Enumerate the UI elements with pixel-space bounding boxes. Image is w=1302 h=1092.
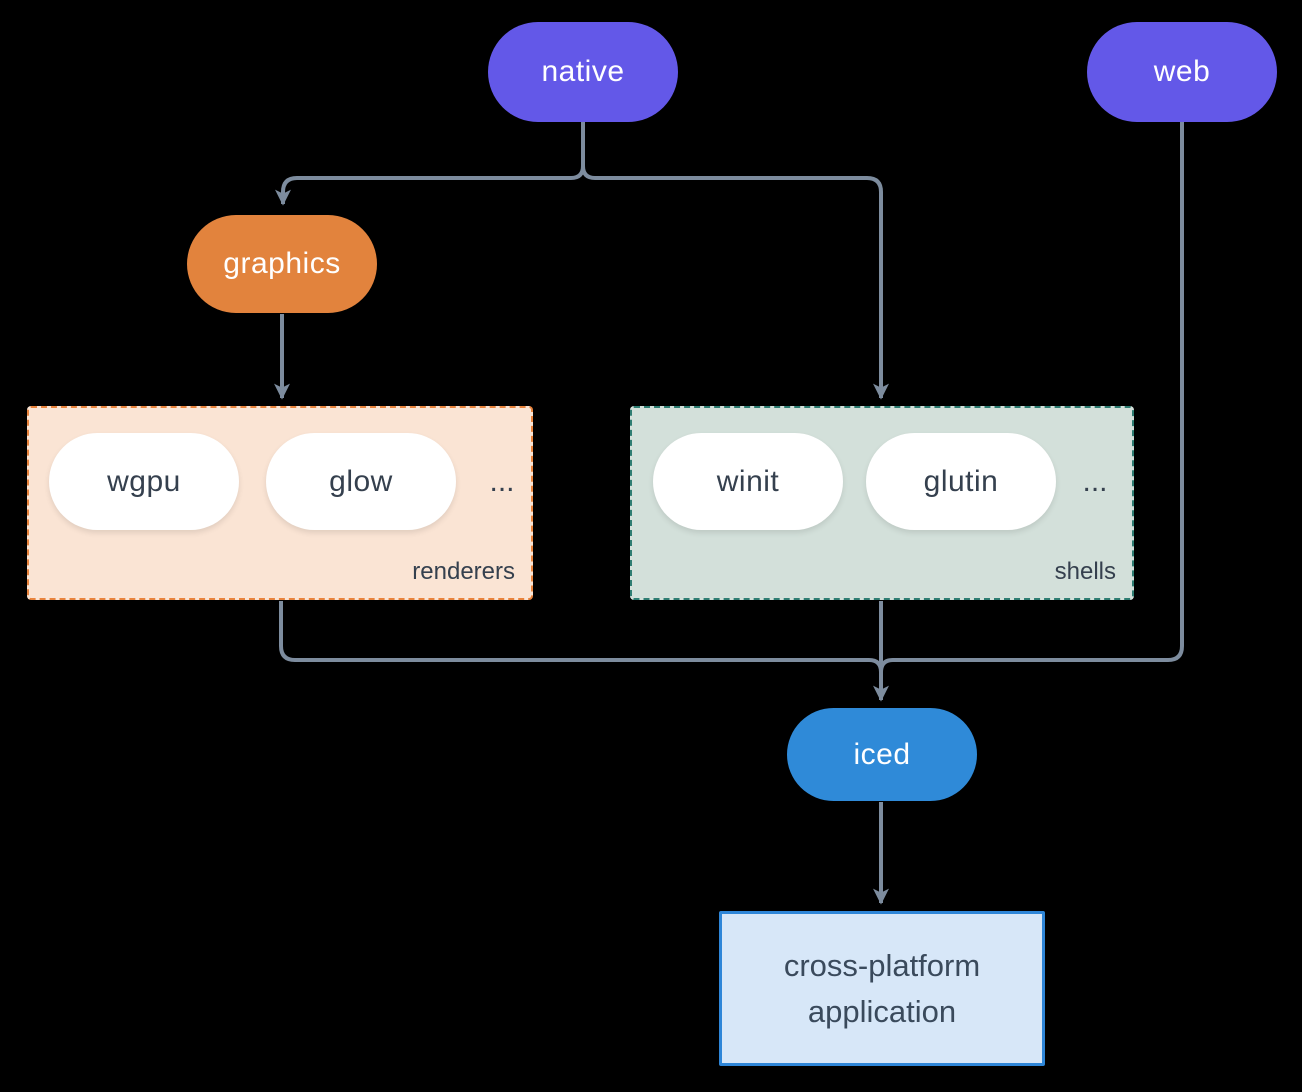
node-glutin-label: glutin: [923, 464, 999, 498]
node-glutin: glutin: [866, 433, 1056, 530]
node-glow-label: glow: [329, 464, 393, 498]
node-graphics-label: graphics: [223, 247, 341, 280]
node-web-label: web: [1153, 55, 1211, 88]
group-renderers: wgpu glow ... renderers: [27, 406, 533, 600]
node-winit-label: winit: [716, 464, 780, 498]
shells-ellipsis: ...: [1082, 464, 1108, 498]
node-iced-label: iced: [853, 737, 911, 771]
shells-group-label: shells: [1054, 558, 1116, 585]
node-winit: winit: [653, 433, 843, 530]
node-iced: iced: [787, 708, 977, 801]
node-native: native: [488, 22, 678, 122]
edge-native-to-graphics: [275, 122, 585, 206]
node-wgpu-label: wgpu: [107, 464, 181, 498]
node-graphics: graphics: [187, 215, 377, 313]
node-glow: glow: [266, 433, 456, 530]
node-wgpu: wgpu: [49, 433, 239, 530]
renderers-group-label: renderers: [412, 558, 515, 585]
edge-renderers-to-merge: [279, 601, 883, 673]
node-native-label: native: [541, 55, 625, 88]
node-app-label: cross-platform application: [783, 947, 981, 1029]
renderers-ellipsis: ...: [489, 464, 515, 498]
edge-native-to-shells: [581, 122, 889, 400]
node-web: web: [1087, 22, 1277, 122]
node-cross-platform-application: cross-platform application: [719, 911, 1045, 1066]
group-shells: winit glutin ... shells: [630, 406, 1134, 600]
